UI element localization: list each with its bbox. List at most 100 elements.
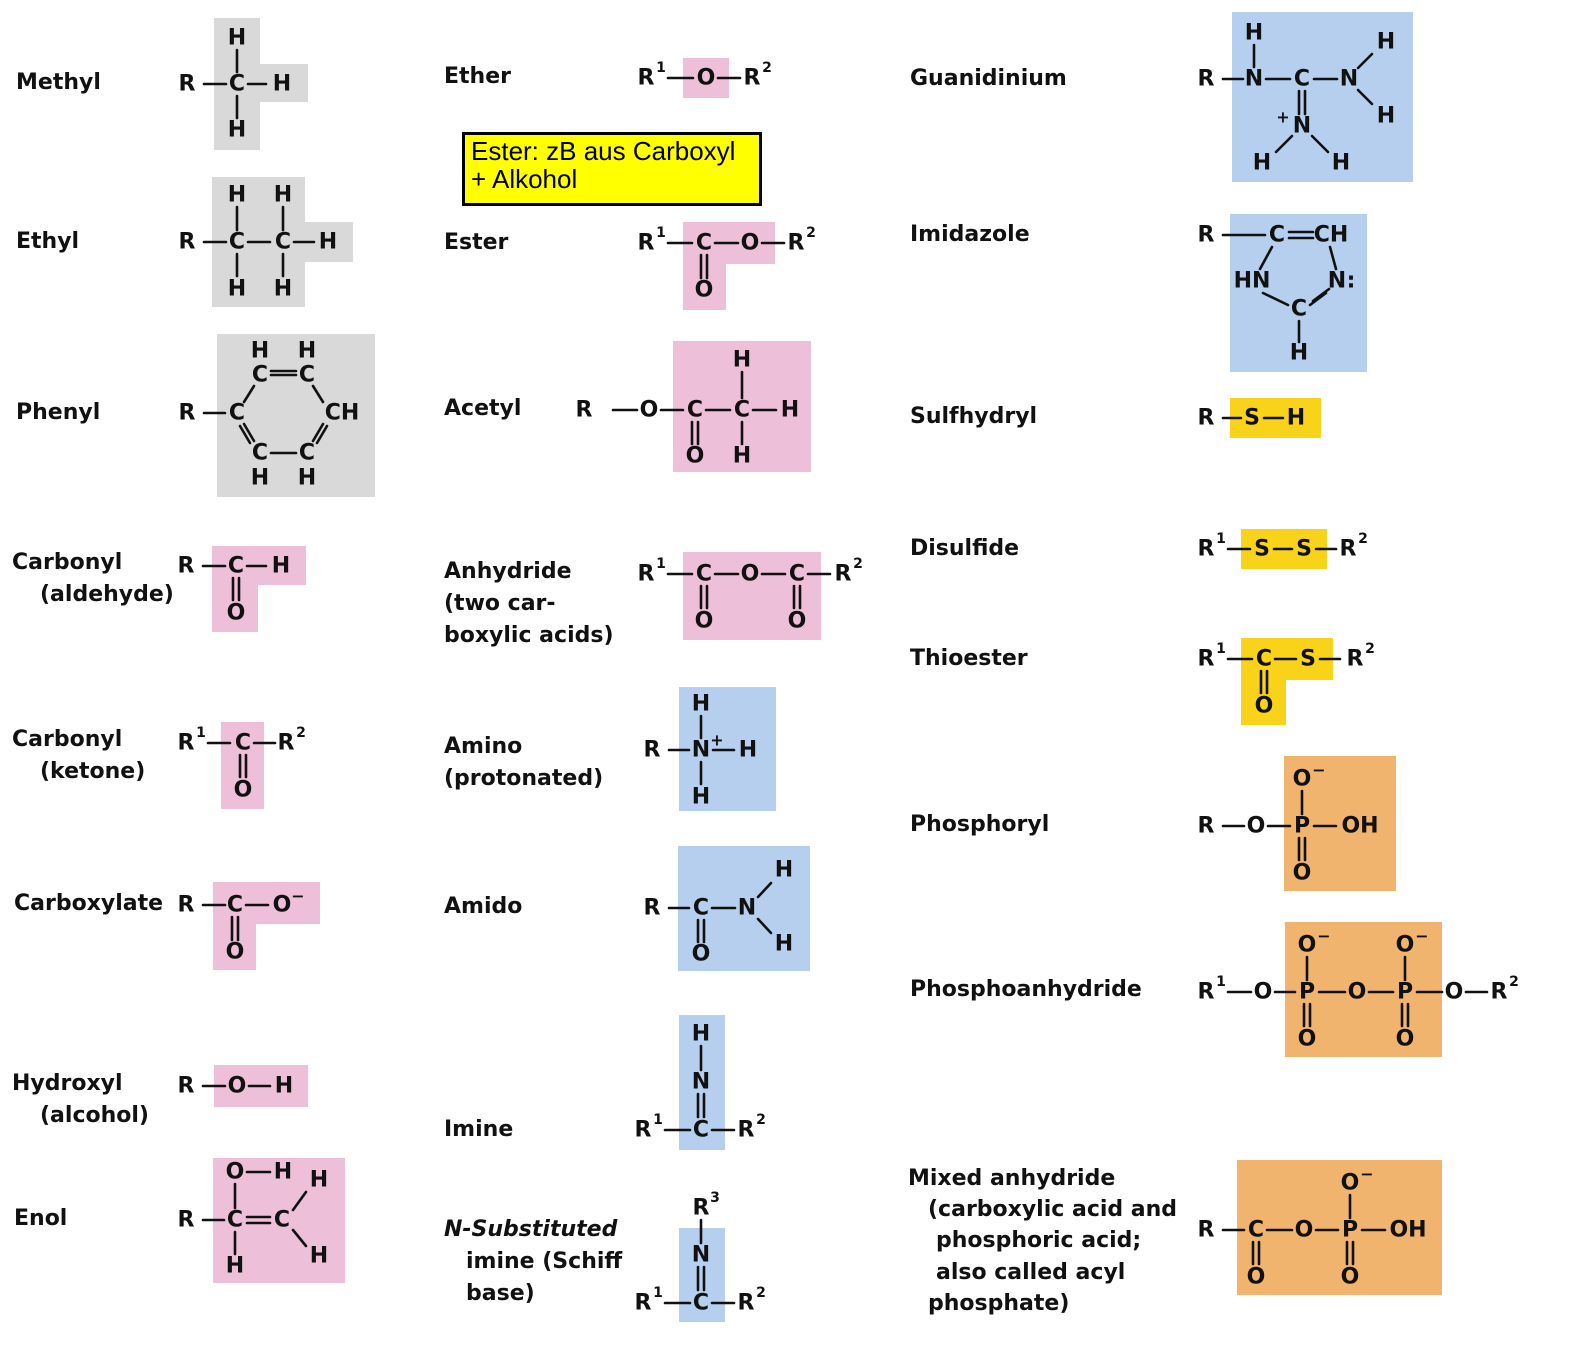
atom-C: C	[1291, 297, 1307, 322]
group-highlight	[679, 1015, 725, 1150]
atom-O: O	[1341, 1265, 1360, 1290]
group-highlight	[213, 882, 320, 970]
atom-sup1: 1	[653, 1285, 663, 1301]
atom-C: C	[275, 230, 291, 255]
atom-H: H	[273, 72, 291, 97]
group-highlight	[221, 722, 264, 809]
atom-O: O	[1348, 980, 1367, 1005]
atom-C: C	[693, 1291, 709, 1316]
bond	[311, 384, 325, 404]
atom-P: P	[1299, 980, 1315, 1005]
atom-H: H	[781, 398, 799, 423]
atom-sup2: 2	[756, 1285, 766, 1301]
bond	[242, 422, 256, 443]
label-amido: Amido	[444, 894, 523, 919]
atom-C: C	[299, 363, 315, 388]
atom-H: H	[228, 26, 246, 51]
atom-R: R	[693, 1196, 710, 1221]
atom-H: H	[692, 785, 710, 810]
group-highlight	[683, 222, 775, 310]
atom-H: H	[1377, 30, 1395, 55]
atom-H: H	[733, 444, 751, 469]
atom-H: H	[1290, 341, 1308, 366]
label-carbonyl-ketone: Carbonyl(ketone)	[12, 727, 146, 784]
atom-R: R	[179, 401, 196, 426]
atom-R: R	[576, 398, 593, 423]
label-ether: Ether	[444, 64, 511, 89]
atom-O: O	[1247, 814, 1266, 839]
atom-O: O	[234, 778, 253, 803]
atom-O: O	[1298, 1027, 1317, 1052]
atom-H: H	[228, 118, 246, 143]
atom-C: C	[693, 1118, 709, 1143]
atom-C: C	[299, 441, 315, 466]
atom-O: O	[228, 1074, 247, 1099]
bond	[1356, 88, 1374, 106]
atom-sup1: 1	[656, 60, 666, 76]
group-highlight	[1232, 12, 1413, 182]
atom-N: N	[1245, 67, 1263, 92]
group-highlight	[1241, 638, 1333, 725]
atom-R: R	[1198, 406, 1215, 431]
atom-sup2: 2	[1358, 531, 1368, 547]
atom-R: R	[1198, 223, 1215, 248]
atom-O: O	[692, 942, 711, 967]
group-highlight	[212, 546, 306, 632]
label-amino: Amino(protonated)	[444, 734, 604, 791]
atom-HN: HN	[1234, 269, 1271, 294]
atom-H: H	[228, 183, 246, 208]
atom-O: O	[227, 601, 246, 626]
atom-minus: −	[1415, 927, 1428, 946]
atom-O: O	[695, 609, 714, 634]
atom-R: R	[638, 66, 655, 91]
atom-minus: −	[1312, 761, 1325, 780]
bond	[1274, 134, 1294, 154]
atom-CH: CH	[325, 401, 360, 426]
bond	[238, 424, 252, 445]
label-disulfide: Disulfide	[910, 536, 1020, 561]
label-thioester: Thioester	[910, 646, 1028, 671]
atom-N: N	[1293, 114, 1311, 139]
atom-C: C	[687, 398, 703, 423]
atom-H: H	[310, 1244, 328, 1269]
atom-H: H	[275, 1074, 293, 1099]
atom-minus: −	[1317, 927, 1330, 946]
atom-R: R	[1198, 537, 1215, 562]
atom-N: N	[738, 896, 756, 921]
bond	[1258, 245, 1274, 271]
atom-O: O	[788, 609, 807, 634]
label-carboxylate: Carboxylate	[14, 891, 164, 916]
label-acetyl: Acetyl	[444, 396, 522, 421]
atom-N: N	[1328, 269, 1346, 294]
bond	[311, 422, 325, 443]
atom-N: N	[692, 1243, 710, 1268]
atom-O: O	[1341, 1171, 1360, 1196]
atom-O: O	[1247, 1265, 1266, 1290]
atom-H: H	[298, 339, 316, 364]
atom-C: C	[1256, 647, 1272, 672]
atom-P: P	[1342, 1218, 1358, 1243]
atom-S: S	[1244, 406, 1260, 431]
atom-R: R	[1198, 67, 1215, 92]
atom-O: O	[1293, 767, 1312, 792]
atom-C: C	[229, 72, 245, 97]
atom-H: H	[733, 348, 751, 373]
atom-plus: +	[710, 731, 723, 750]
label-guanidinium: Guanidinium	[910, 66, 1067, 91]
atom-O: O	[741, 562, 760, 587]
atom-R: R	[179, 230, 196, 255]
atom-H: H	[319, 230, 337, 255]
atom-C: C	[229, 230, 245, 255]
atom-C: C	[274, 1208, 290, 1233]
atom-P: P	[1397, 980, 1413, 1005]
